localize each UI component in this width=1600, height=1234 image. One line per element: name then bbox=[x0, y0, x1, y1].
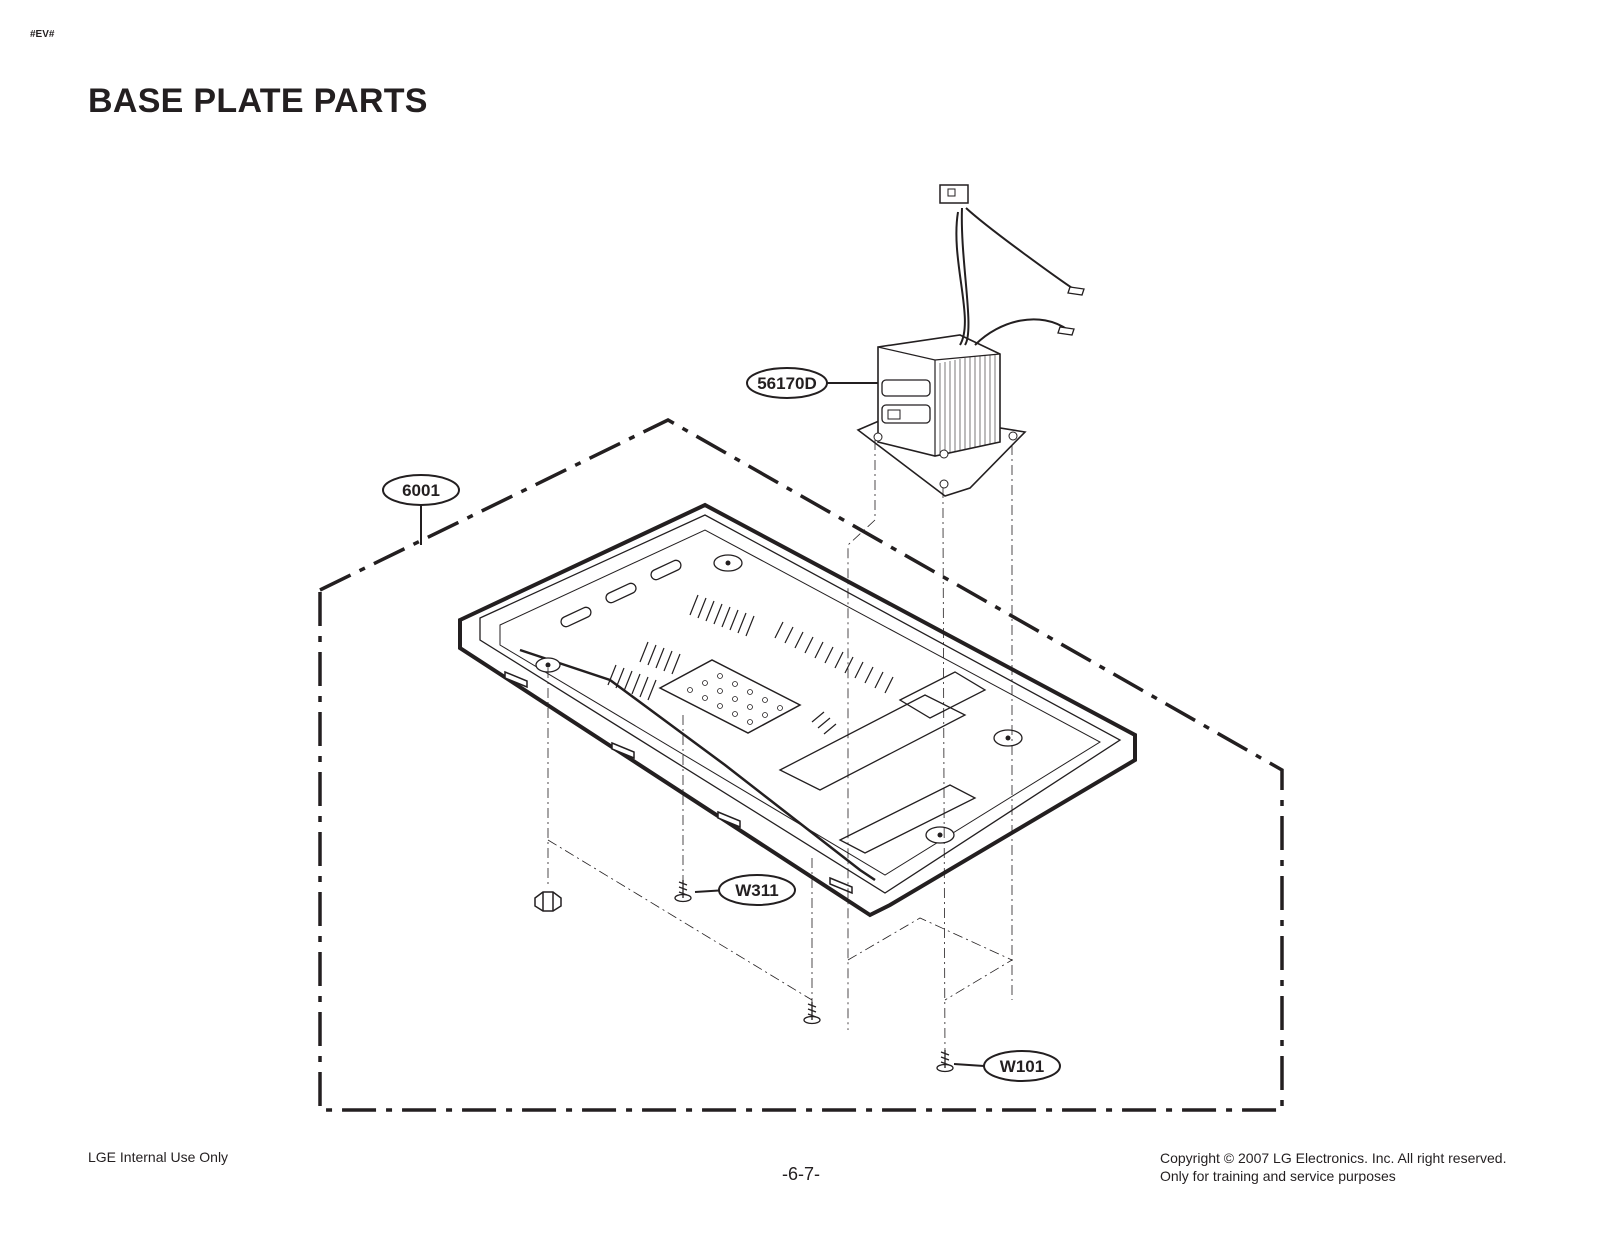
base-plate bbox=[458, 502, 1137, 918]
foot-fastener bbox=[534, 891, 562, 912]
callout-w101-oval bbox=[983, 1050, 1061, 1082]
callout-6001-oval bbox=[382, 474, 460, 506]
callout-6001-label: 6001 bbox=[402, 481, 440, 500]
projection-lines bbox=[547, 440, 1013, 1061]
transformer bbox=[856, 334, 1027, 497]
w311-screw bbox=[674, 880, 692, 903]
callout-w311-oval bbox=[718, 874, 796, 906]
callout-56170d-oval bbox=[746, 367, 828, 399]
callout-w101-leader bbox=[953, 1063, 985, 1067]
plate-screw bbox=[803, 1002, 821, 1025]
copyright-text: Copyright © 2007 LG Electronics. Inc. Al… bbox=[1160, 1150, 1507, 1166]
page-title: BASE PLATE PARTS bbox=[88, 82, 428, 120]
footer-internal-use: LGE Internal Use Only bbox=[88, 1149, 229, 1165]
page-number: -6-7- bbox=[782, 1164, 821, 1184]
wire-harness bbox=[939, 184, 1085, 346]
w101-screw bbox=[936, 1050, 954, 1073]
purpose-text: Only for training and service purposes bbox=[1160, 1168, 1396, 1184]
callout-56170d-label: 56170D bbox=[757, 374, 817, 393]
document-tag: #EV# bbox=[30, 29, 55, 40]
assembly-boundary bbox=[318, 418, 1284, 1112]
callout-w311-label: W311 bbox=[735, 881, 778, 900]
callout-w101-label: W101 bbox=[1000, 1057, 1044, 1076]
footer-copyright-block: Copyright © 2007 LG Electronics. Inc. Al… bbox=[1160, 1149, 1506, 1185]
